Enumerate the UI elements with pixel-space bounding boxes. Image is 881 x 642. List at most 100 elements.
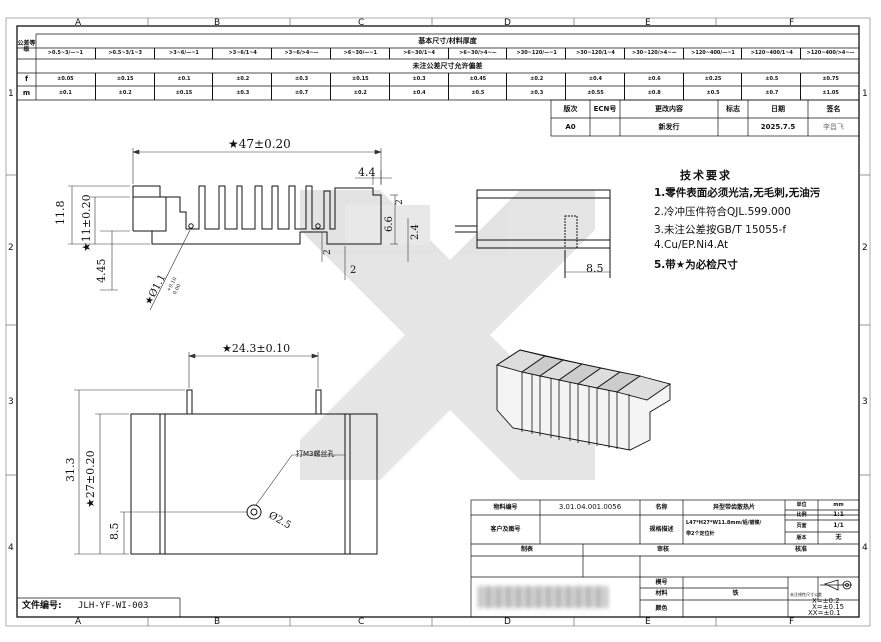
tol-m-cell-5: ±0.2 <box>329 86 390 100</box>
version-value: 无 <box>835 534 842 541</box>
tolerance-header-basic: 基本尺寸/材料厚度 <box>418 36 477 45</box>
zone-top-b: B <box>214 18 221 28</box>
redacted-signature <box>478 586 608 608</box>
tol-xxx: XX=±0.1 <box>808 609 841 617</box>
size-range-4: >3~6/>4~— <box>271 48 331 59</box>
spec-line-1: L47*H27*W11.8mm/铝/镀镍/ <box>686 520 762 526</box>
zone-right-4: 4 <box>862 543 868 553</box>
name-label: 名称 <box>655 503 668 511</box>
material-code-label: 物料编号 <box>493 503 518 511</box>
tol-f-cell-9: ±0.4 <box>565 73 625 86</box>
zone-top-c: C <box>358 18 365 28</box>
tol-m-cell-4: ±0.7 <box>271 86 331 100</box>
size-range-2: >3~6/—~1 <box>153 48 214 59</box>
dim-slot-2-mid: 2 <box>323 249 333 255</box>
front-view <box>132 185 382 245</box>
dim-top-right: 4.4 <box>358 166 376 179</box>
revision-header-1: ECN号 <box>593 104 617 113</box>
scale-label: 比例 <box>796 511 807 518</box>
revision-header-5: 签名 <box>826 104 841 113</box>
drawn-label: 制表 <box>520 546 533 553</box>
zone-left-1: 1 <box>8 89 14 99</box>
zone-right-3: 3 <box>862 397 868 407</box>
page-value: 1/1 <box>833 522 844 529</box>
tol-m-cell-7: ±0.5 <box>447 86 508 100</box>
size-range-11: >120~400/—~1 <box>682 48 743 59</box>
revision-table-grid <box>550 99 860 137</box>
revision-cell-2: 新发行 <box>658 122 680 131</box>
tolerance-row-f-label: f <box>24 75 29 83</box>
size-range-13: >120~400/>4~— <box>800 48 860 59</box>
dim-slot-6-6: 6.6 <box>384 216 395 232</box>
unit-label: 单位 <box>796 501 807 508</box>
revision-cell-4: 2025.7.5 <box>760 122 796 131</box>
tolerance-header-unnoted: 未注公差尺寸允许偏差 <box>412 61 483 70</box>
file-number-value: JLH-YF-WI-003 <box>78 601 149 611</box>
review-label: 审核 <box>656 546 669 553</box>
dim-height-key: ★11±0.20 <box>80 194 93 252</box>
size-range-7: >6~30/>4~— <box>447 48 508 59</box>
revision-cell-3 <box>718 118 748 136</box>
tech-req-3: 3.未注公差按GB/T 15055-f <box>654 224 787 236</box>
dim-slot-2-top: 2 <box>395 199 405 205</box>
tol-f-cell-1: ±0.15 <box>94 73 155 86</box>
tol-m-cell-6: ±0.4 <box>388 86 449 100</box>
dim-length: ★47±0.20 <box>228 137 291 151</box>
tol-f-cell-8: ±0.2 <box>506 73 566 86</box>
zone-left-3: 3 <box>8 397 14 407</box>
tol-m-cell-12: ±0.7 <box>741 86 801 100</box>
bottom-view <box>130 389 378 555</box>
dim-overall-h-key: ★27±0.20 <box>84 450 97 508</box>
tol-f-cell-12: ±0.5 <box>741 73 801 86</box>
dim-overall-h: 31.3 <box>64 457 77 483</box>
unit-value: mm <box>833 501 844 508</box>
zone-left-2: 2 <box>8 243 14 253</box>
zone-bottom-a: A <box>75 617 82 627</box>
version-label: 版本 <box>796 534 807 541</box>
front-view-dims <box>68 148 409 311</box>
zone-bottom-d: D <box>504 617 511 627</box>
tol-m-cell-3: ±0.3 <box>212 86 272 100</box>
spec-line-2: 带2个定位针 <box>686 531 715 537</box>
dim-base-h: 4.45 <box>95 258 108 284</box>
dim-height: 11.8 <box>54 200 67 226</box>
name-value: 异型带齿散热片 <box>712 503 755 511</box>
tol-m-cell-9: ±0.55 <box>565 86 625 100</box>
tol-f-cell-5: ±0.15 <box>329 73 390 86</box>
side-view <box>455 189 611 278</box>
zone-bottom-f: F <box>789 617 795 627</box>
tol-f-cell-11: ±0.25 <box>682 73 743 86</box>
isometric-view <box>495 349 672 451</box>
tol-f-cell-6: ±0.3 <box>388 73 449 86</box>
tech-requirements-title: 技术要求 <box>680 169 732 182</box>
zone-right-1: 1 <box>862 89 868 99</box>
size-range-1: >0.5~3/1~3 <box>94 48 155 59</box>
bottom-view-dims <box>74 352 345 555</box>
dim-slot-2-4: 2.4 <box>410 224 421 240</box>
projection-symbol <box>820 579 852 591</box>
file-number-label: 文件编号: <box>22 601 62 611</box>
page-label: 页面 <box>796 522 807 529</box>
dim-side-8-5: 8.5 <box>586 262 604 275</box>
zone-left-4: 4 <box>8 543 14 553</box>
dim-slot-2-bottom: 2 <box>350 265 357 276</box>
revision-cell-5: 李昌飞 <box>823 122 844 131</box>
tol-m-cell-10: ±0.8 <box>623 86 684 100</box>
tol-m-cell-0: ±0.1 <box>58 89 72 96</box>
revision-cell-1 <box>590 118 620 136</box>
size-range-12: >120~400/1~4 <box>741 48 801 59</box>
color-label: 颜色 <box>655 604 668 612</box>
tech-req-4: 4.Cu/EP.Ni4.At <box>654 239 729 251</box>
tech-req-5: 5.带★为必检尺寸 <box>654 259 738 271</box>
size-range-3: >3~6/1~4 <box>212 48 272 59</box>
customer-label: 客户及图号 <box>490 525 521 533</box>
size-range-10: >30~120/>4~— <box>623 48 684 59</box>
material-code-value: 3.01.04.001.0056 <box>558 503 622 511</box>
material-label: 材料 <box>655 590 668 597</box>
scale-value: 1:1 <box>833 511 844 518</box>
zone-top-e: E <box>645 18 651 28</box>
dim-bottom-8-5: 8.5 <box>108 522 121 541</box>
revision-header-3: 标志 <box>726 104 740 113</box>
tol-f-cell-10: ±0.6 <box>623 73 684 86</box>
